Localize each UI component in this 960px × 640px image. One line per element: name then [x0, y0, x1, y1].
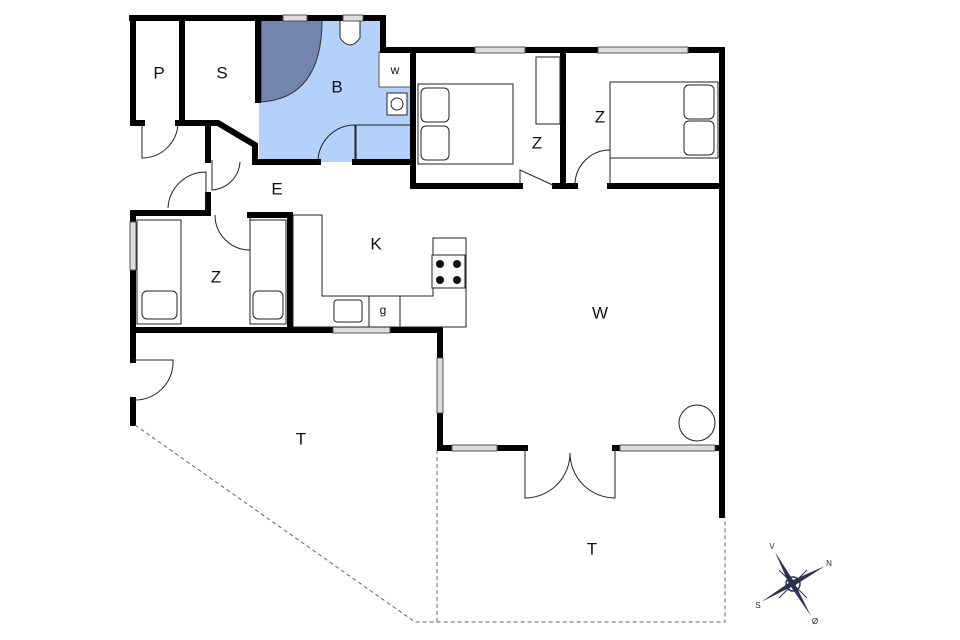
room-label-living: W	[592, 303, 608, 322]
room-label-washer: w	[390, 63, 400, 77]
room-label-terrace-1: T	[296, 429, 306, 448]
washbasin-icon	[386, 92, 408, 116]
compass-north: N	[826, 559, 832, 568]
furniture	[136, 56, 719, 442]
room-labels: P S B w E K g Z Z Z W T T	[153, 63, 608, 558]
windows	[129, 14, 716, 452]
room-label-entry: E	[271, 179, 282, 198]
room-label-terrace-2: T	[587, 539, 597, 558]
compass-west: V	[769, 542, 775, 551]
compass-east: Ø	[812, 617, 818, 626]
doors	[132, 122, 616, 499]
compass-rose-icon: V N S Ø	[755, 542, 832, 626]
room-label-dishwasher: g	[380, 303, 387, 317]
room-label-storage: S	[216, 63, 227, 82]
toilet-icon	[339, 19, 361, 46]
room-label-bathroom: B	[331, 77, 342, 96]
washbasin-bowl	[390, 97, 404, 111]
compass-south: S	[755, 601, 760, 610]
room-label-bedroom-3: Z	[595, 107, 605, 126]
room-label-bedroom-2: Z	[532, 133, 542, 152]
room-label-pantry: P	[153, 63, 164, 82]
room-label-kitchen: K	[370, 234, 382, 253]
room-label-bedroom-1: Z	[211, 267, 221, 286]
terrace-outline	[134, 424, 726, 623]
shower	[260, 19, 323, 103]
sink-icon	[333, 299, 363, 323]
